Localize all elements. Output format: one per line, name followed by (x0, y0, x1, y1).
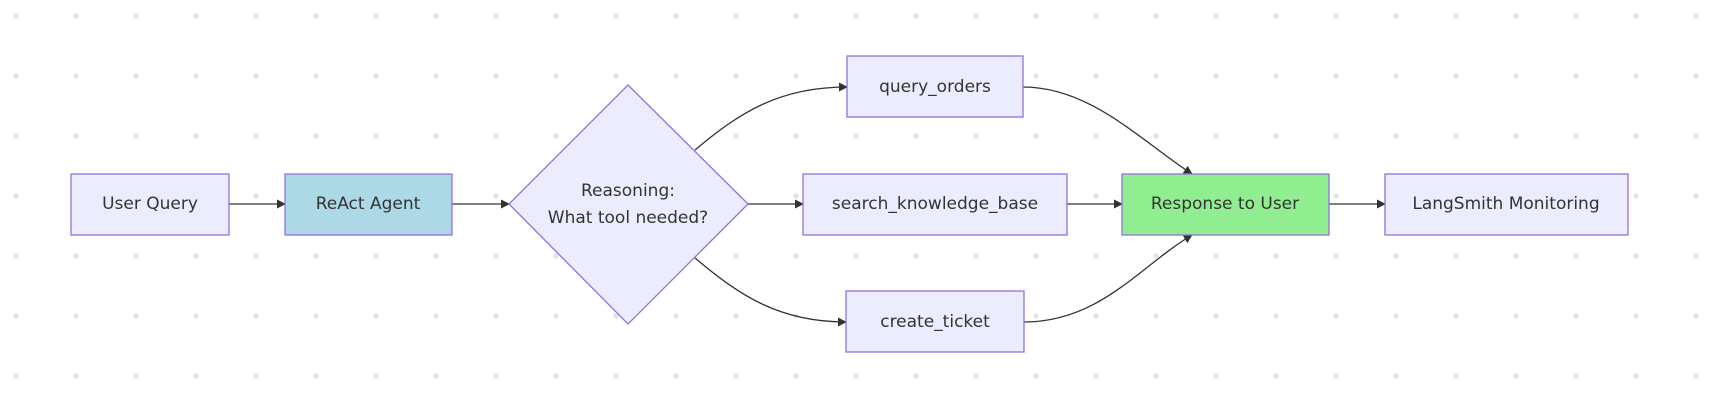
node-response-to-user[interactable]: Response to User (1121, 173, 1330, 236)
node-search-knowledge-base-label: search_knowledge_base (832, 194, 1038, 214)
edge-create-ticket-to-response (1023, 234, 1193, 323)
node-query-orders-label: query_orders (879, 77, 991, 97)
node-user-query-label: User Query (102, 194, 198, 214)
node-reasoning-decision[interactable]: Reasoning: What tool needed? (508, 84, 749, 325)
node-react-agent[interactable]: ReAct Agent (284, 173, 453, 236)
node-user-query[interactable]: User Query (70, 173, 230, 236)
node-query-orders[interactable]: query_orders (846, 55, 1024, 118)
node-search-knowledge-base[interactable]: search_knowledge_base (802, 173, 1068, 236)
edge-reasoning-to-query-orders (694, 82, 848, 151)
edge-query-orders-to-response (1022, 86, 1193, 175)
edge-reasoning-to-create-ticket (694, 257, 847, 327)
node-create-ticket[interactable]: create_ticket (845, 290, 1025, 353)
node-langsmith-monitoring-label: LangSmith Monitoring (1412, 194, 1599, 214)
node-reasoning-line2: What tool needed? (548, 208, 708, 228)
node-response-to-user-label: Response to User (1151, 194, 1299, 214)
edges (229, 82, 1386, 327)
node-react-agent-label: ReAct Agent (316, 194, 421, 214)
node-reasoning-line1: Reasoning: (581, 181, 675, 201)
node-create-ticket-label: create_ticket (880, 312, 990, 332)
node-langsmith-monitoring[interactable]: LangSmith Monitoring (1384, 173, 1629, 236)
